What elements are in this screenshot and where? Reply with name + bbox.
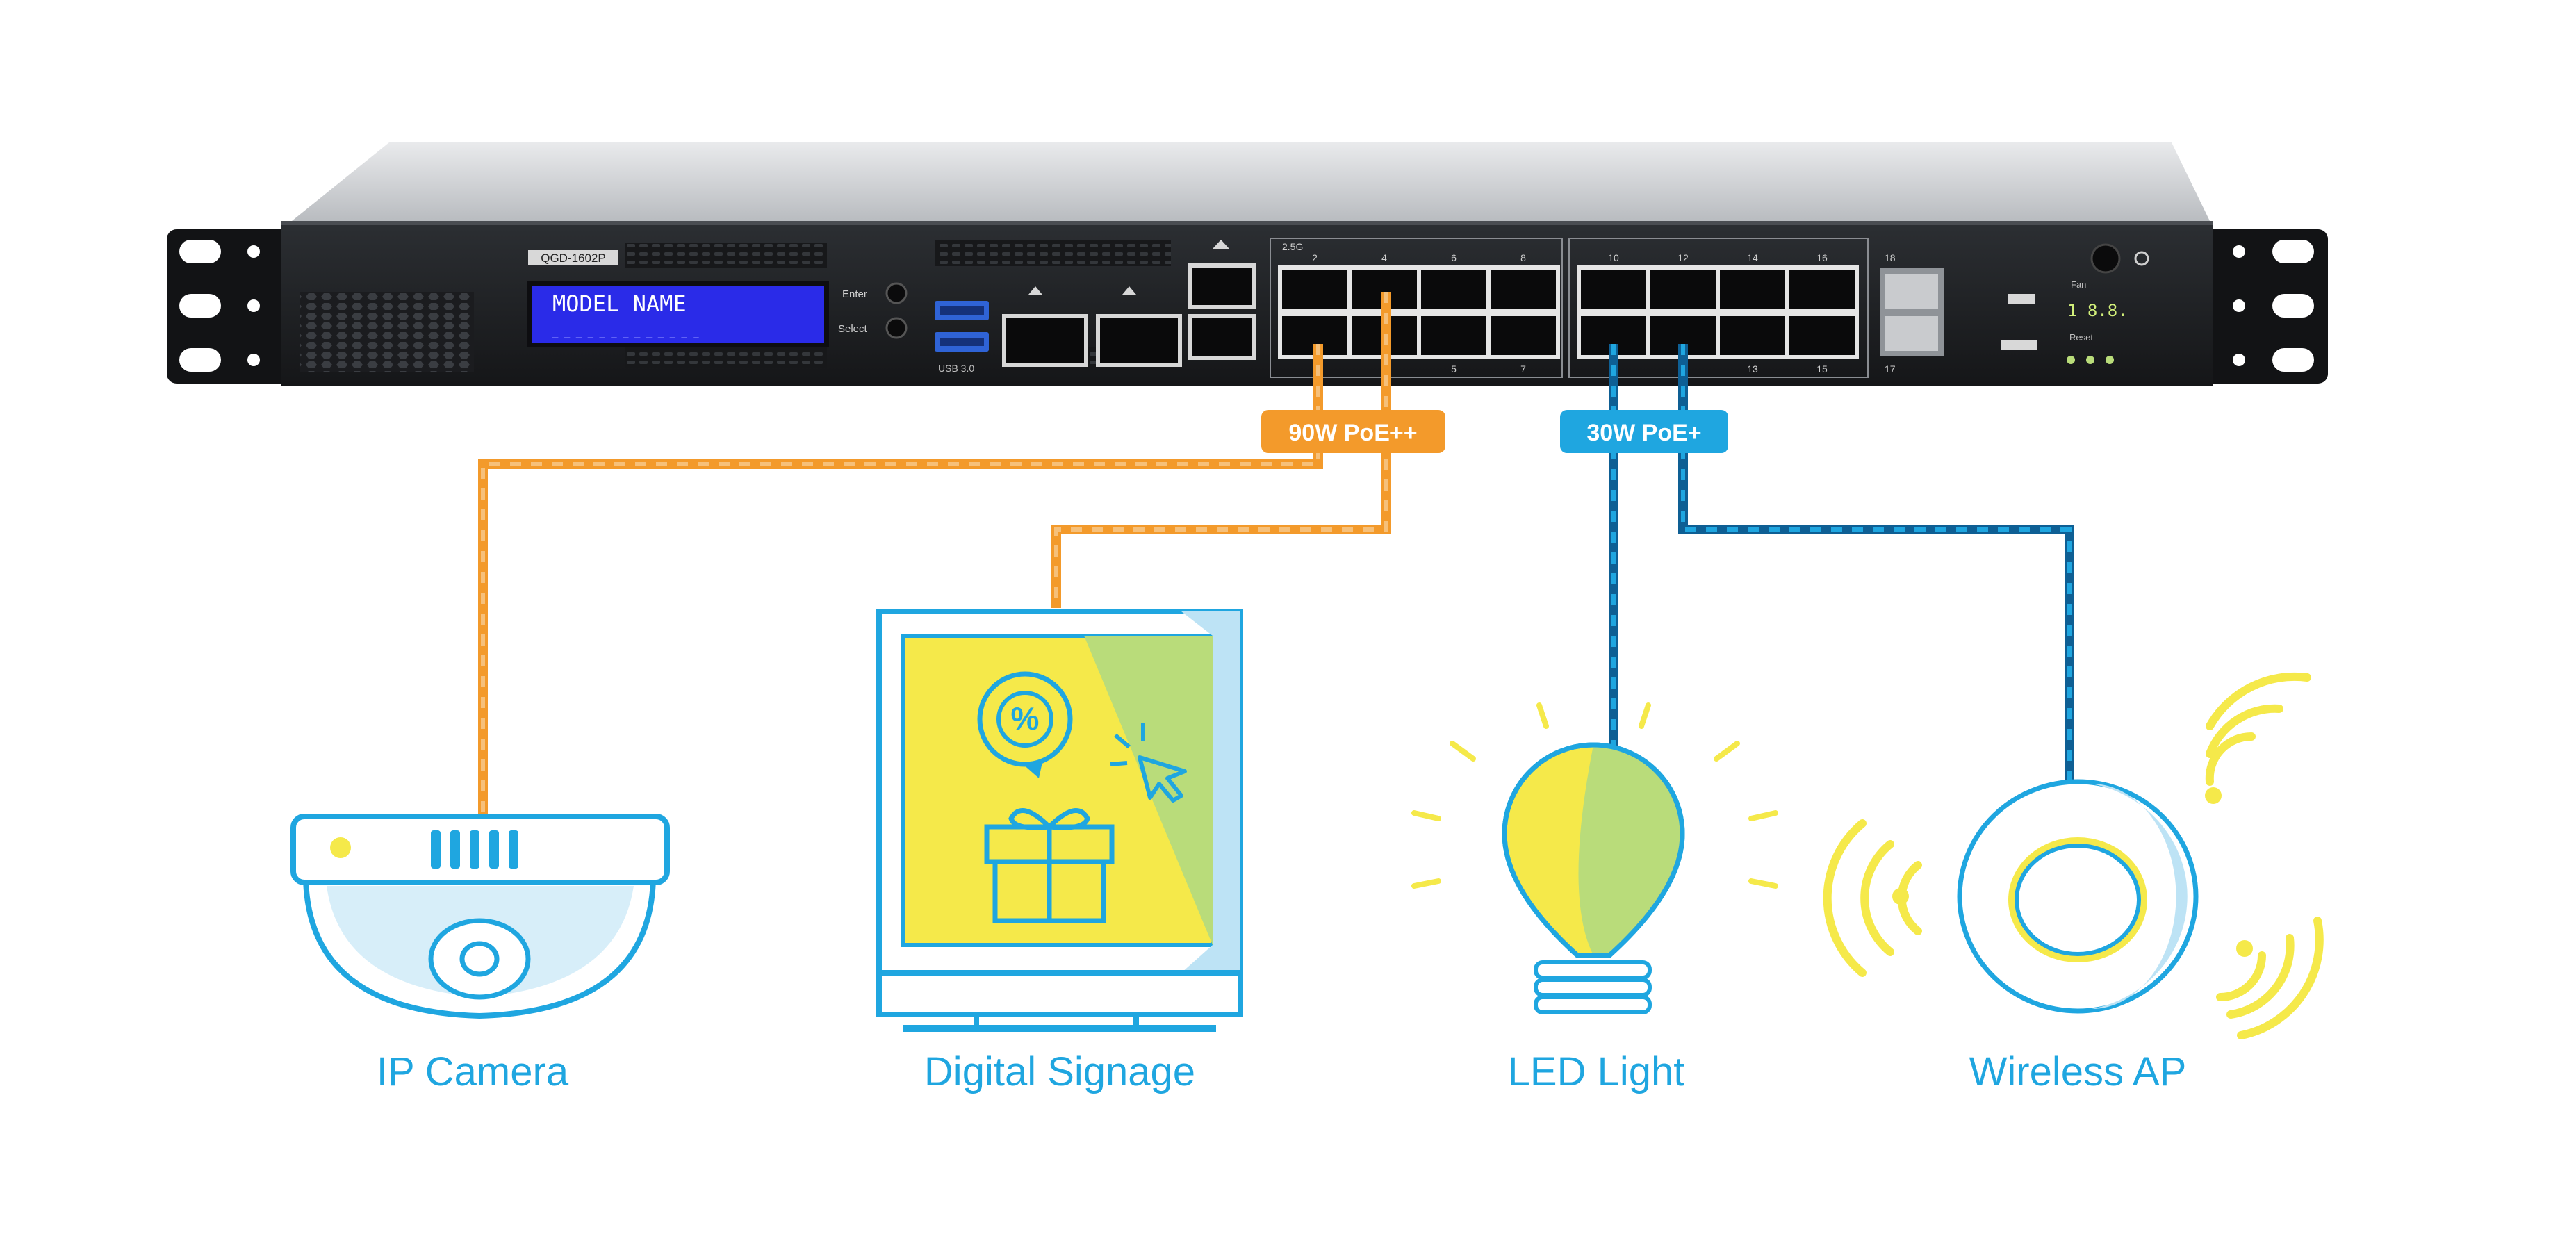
status-led [2067, 356, 2075, 364]
ip-camera-icon [290, 814, 670, 1019]
badge-label: 90W PoE++ [1288, 420, 1417, 446]
lcd-model-name: MODEL NAME [552, 290, 687, 317]
port-number: 13 [1747, 363, 1758, 375]
port-number: 6 [1451, 252, 1457, 263]
gift-icon [984, 808, 1115, 923]
status-led [2086, 356, 2094, 364]
cursor-icon [1138, 755, 1187, 803]
select-button[interactable] [885, 317, 908, 339]
status-led [2106, 356, 2114, 364]
right-rack-ear [2203, 229, 2328, 384]
wifi-signal-icon [2216, 951, 2266, 1001]
front-vent-left [300, 292, 474, 372]
digital-signage-icon: % [876, 609, 1243, 1032]
device-label-wireless-ap: Wireless AP [1969, 1049, 2187, 1094]
cable-camera [478, 344, 1323, 816]
port-number: 10 [1608, 252, 1619, 263]
port-number: 15 [1816, 363, 1828, 375]
svg-text:%: % [1011, 700, 1040, 737]
network-switch: QGD-1602P MODEL NAME _ _ _ _ _ _ _ _ _ _… [167, 142, 2328, 386]
status-readout: 1 8.8. [2067, 301, 2128, 320]
enter-button[interactable] [885, 282, 908, 304]
port-number: 12 [1677, 252, 1689, 263]
badge-label: 30W PoE+ [1586, 420, 1701, 446]
lcd-second-line: _ _ _ _ _ _ _ _ _ _ _ _ _ [552, 327, 699, 338]
rj45-group-1 [1278, 265, 1560, 359]
model-tag: QGD-1602P [541, 252, 606, 265]
port-number: 14 [1747, 252, 1758, 263]
port-number: 5 [1451, 363, 1457, 375]
uplink-speed-label: 2.5G [1282, 241, 1303, 252]
wifi-signal-icon [2205, 732, 2256, 786]
sfp-stack [1188, 240, 1256, 360]
status-panel: Fan Reset 1 8.8. [2001, 279, 2128, 364]
poe-plus-plus-badge: 90W PoE++ [1261, 410, 1445, 453]
power-button[interactable] [2090, 243, 2121, 274]
left-rack-ear [167, 229, 292, 384]
poe-plus-badge: 30W PoE+ [1560, 410, 1728, 453]
status-label-reset: Reset [2069, 332, 2093, 343]
lcd-display: MODEL NAME _ _ _ _ _ _ _ _ _ _ _ _ _ [527, 281, 829, 347]
port-number: 7 [1520, 363, 1526, 375]
uplink-ports [1002, 286, 1182, 367]
status-label-fan: Fan [2071, 279, 2086, 290]
power-icon [2134, 251, 2149, 266]
port-number: 8 [1520, 252, 1526, 263]
sfp-cage: 18 17 [1880, 252, 1944, 375]
rj45-group-2 [1577, 265, 1859, 359]
device-label-led-light: LED Light [1508, 1049, 1685, 1094]
cable-ap [1678, 344, 2074, 785]
port-number: 4 [1381, 252, 1387, 263]
port-number: 2 [1312, 252, 1318, 263]
sfp-number: 18 [1885, 252, 1896, 263]
select-label: Select [838, 323, 868, 335]
device-label-ip-camera: IP Camera [377, 1049, 569, 1094]
enter-label: Enter [842, 288, 867, 300]
device-label-digital-signage: Digital Signage [924, 1049, 1195, 1094]
wireless-ap-icon [1823, 672, 2324, 1039]
usb-label: USB 3.0 [938, 363, 974, 374]
usb-ports: USB 3.0 [935, 301, 989, 374]
sfp-number: 17 [1885, 363, 1896, 375]
port-number: 16 [1816, 252, 1828, 263]
led-light-icon [1411, 702, 1778, 1014]
